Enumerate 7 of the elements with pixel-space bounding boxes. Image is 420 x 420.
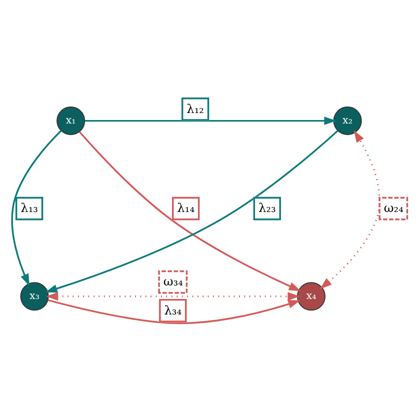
edge-label: λ₃₄ [164,302,182,317]
edge-label: ω₃₄ [163,274,183,288]
edge-label: ω₂₄ [384,200,404,215]
edge-label: λ₁₃ [20,200,38,215]
edge-label: λ₁₄ [177,200,195,215]
edge-label: λ₂₃ [258,200,276,215]
edge-label: λ₁₂ [186,101,204,116]
